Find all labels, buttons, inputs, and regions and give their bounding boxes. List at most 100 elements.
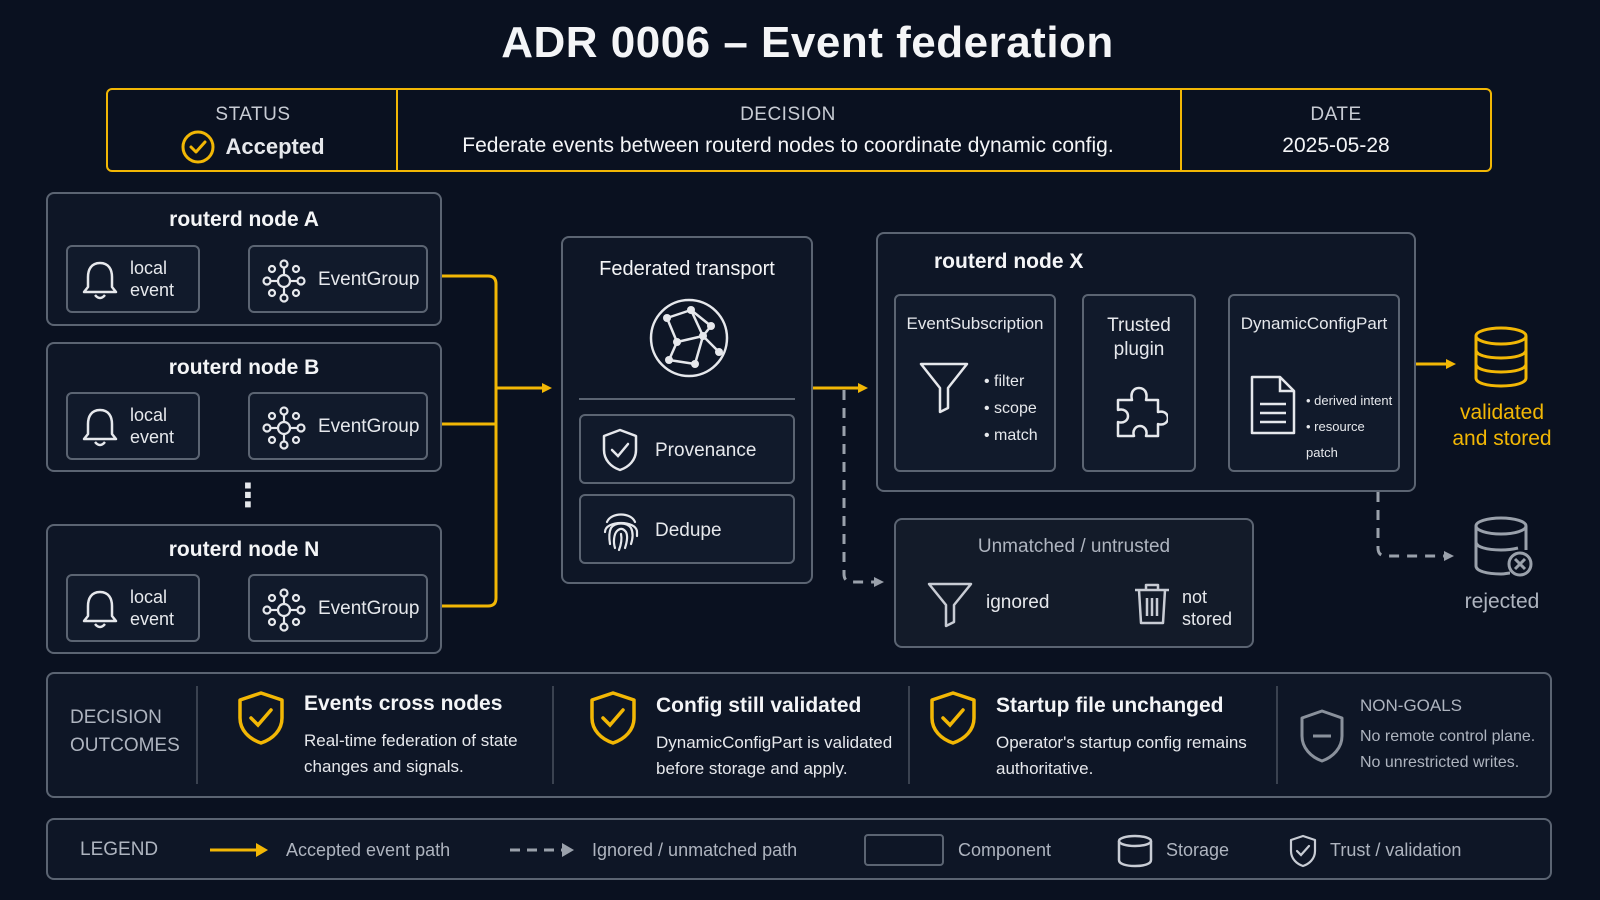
filter-funnel-icon	[919, 362, 969, 414]
subscription-title: EventSubscription	[906, 314, 1044, 333]
bell-icon	[82, 408, 118, 447]
status-cell: STATUS Accepted	[108, 90, 398, 170]
routerd-node-b: routerd node B local event EventGroup	[46, 342, 442, 472]
legend-accepted-arrow	[210, 843, 268, 857]
dynamic-config-part: DynamicConfigPart • derived intent • res…	[1228, 294, 1400, 472]
outcome-2-title: Config still validated	[656, 694, 862, 717]
subscription-item-match: • match	[984, 427, 1038, 444]
local-event-n: local event	[66, 574, 200, 642]
validated-line1: validated	[1459, 401, 1545, 424]
outcome-1-title: Events cross nodes	[304, 692, 503, 715]
legend: LEGEND Accepted event path Ignored / unm…	[46, 818, 1552, 880]
routerd-node-n: routerd node N local event EventGroup	[46, 524, 442, 654]
legend-accepted-label: Accepted event path	[286, 840, 451, 860]
date-label: DATE	[1310, 104, 1362, 125]
outcome-1-line1: Real-time federation of state	[304, 731, 518, 750]
config-item-derived-intent: • derived intent	[1306, 393, 1393, 408]
network-hub-icon	[262, 588, 306, 632]
provenance-block: Provenance	[579, 414, 795, 484]
more-nodes-ellipsis: ⋮	[232, 477, 264, 513]
status-value: Accepted	[225, 134, 325, 159]
eventgroup-a: EventGroup	[248, 245, 428, 313]
unmatched-title: Unmatched / untrusted	[977, 536, 1171, 557]
eventgroup-b-label: EventGroup	[318, 416, 420, 437]
eventgroup-n: EventGroup	[248, 574, 428, 642]
node-n-title: routerd node N	[168, 538, 320, 561]
network-hub-icon	[262, 406, 306, 450]
local-event-b-line2: event	[130, 427, 175, 447]
shield-check-icon	[1289, 834, 1317, 868]
decision-outcomes: DECISION OUTCOMES Events cross nodes Rea…	[46, 672, 1552, 798]
legend-storage-label: Storage	[1166, 840, 1230, 860]
local-event-b-line1: local	[130, 405, 168, 425]
dedupe-label: Dedupe	[655, 520, 722, 541]
provenance-label: Provenance	[655, 440, 757, 461]
filter-funnel-icon	[927, 582, 973, 628]
eventgroup-b: EventGroup	[248, 392, 428, 460]
fingerprint-icon	[603, 513, 639, 552]
subscription-item-scope: • scope	[984, 400, 1037, 417]
database-icon	[1117, 834, 1153, 868]
puzzle-piece-icon	[1116, 386, 1168, 438]
decision-value: Federate events between routerd nodes to…	[462, 134, 1114, 157]
legend-label: LEGEND	[80, 839, 159, 860]
local-event-n-line2: event	[130, 609, 175, 629]
local-event-a-line1: local	[130, 258, 168, 278]
plugin-line1: Trusted	[1107, 315, 1171, 336]
shield-check-icon	[238, 691, 284, 745]
eventgroup-a-label: EventGroup	[318, 269, 420, 290]
node-b-title: routerd node B	[168, 356, 320, 379]
trusted-plugin: Trusted plugin	[1082, 294, 1196, 472]
outcome-1-line2: changes and signals.	[304, 757, 464, 776]
outcome-2-line1: DynamicConfigPart is validated	[656, 733, 893, 752]
shield-minus-icon	[1300, 709, 1344, 763]
outcomes-label-line2: OUTCOMES	[70, 735, 180, 756]
document-icon	[1250, 375, 1296, 435]
non-goals-line2: No unrestricted writes.	[1360, 754, 1520, 771]
network-hub-icon	[262, 259, 306, 303]
non-goals-line1: No remote control plane.	[1360, 728, 1536, 745]
local-event-a: local event	[66, 245, 200, 313]
ignored-label: ignored	[986, 592, 1050, 613]
node-a-title: routerd node A	[169, 208, 319, 231]
status-label: STATUS	[215, 104, 291, 125]
event-subscription: EventSubscription • filter • scope • mat…	[894, 294, 1056, 472]
routerd-node-a: routerd node A local event EventGroup	[46, 192, 442, 326]
rejected-label: rejected	[1464, 590, 1540, 613]
outcome-2-line2: before storage and apply.	[656, 759, 848, 778]
unmatched-box: Unmatched / untrusted ignored not stored	[894, 518, 1254, 648]
not-stored-line1: not	[1182, 587, 1208, 607]
config-item-resource-patch: • resource patch	[1306, 419, 1365, 460]
outcome-3-line1: Operator's startup config remains	[996, 733, 1247, 752]
decision-cell: DECISION Federate events between routerd…	[398, 90, 1178, 170]
globe-network-icon	[649, 298, 729, 378]
plugin-line2: plugin	[1113, 339, 1165, 360]
legend-ignored-label: Ignored / unmatched path	[592, 840, 798, 860]
bell-icon	[82, 261, 118, 300]
non-goals-title: NON-GOALS	[1360, 696, 1463, 715]
federated-transport: Federated transport Provenance	[561, 236, 813, 584]
config-title: DynamicConfigPart	[1240, 314, 1388, 333]
outcome-3-line2: authoritative.	[996, 759, 1094, 778]
date-value: 2025-05-28	[1282, 134, 1390, 157]
transport-title: Federated transport	[599, 258, 775, 280]
transport-divider	[579, 398, 795, 400]
trash-icon	[1135, 583, 1169, 625]
date-cell: DATE 2025-05-28	[1182, 90, 1490, 170]
shield-check-icon	[602, 428, 638, 472]
local-event-n-line1: local	[130, 587, 168, 607]
not-stored-line2: stored	[1182, 609, 1233, 629]
subscription-item-filter: • filter	[984, 373, 1025, 390]
local-event-a-line2: event	[130, 280, 175, 300]
local-event-b: local event	[66, 392, 200, 460]
database-rejected-icon	[1474, 516, 1533, 577]
legend-trust-label: Trust / validation	[1330, 840, 1462, 860]
outcome-3-title: Startup file unchanged	[996, 694, 1224, 717]
eventgroup-n-label: EventGroup	[318, 598, 420, 619]
database-validated-icon	[1474, 326, 1528, 388]
dedupe-block: Dedupe	[579, 494, 795, 564]
shield-check-icon	[590, 691, 636, 745]
validated-line2: and stored	[1452, 427, 1552, 450]
decision-label: DECISION	[740, 104, 836, 125]
check-circle-icon	[181, 130, 215, 164]
